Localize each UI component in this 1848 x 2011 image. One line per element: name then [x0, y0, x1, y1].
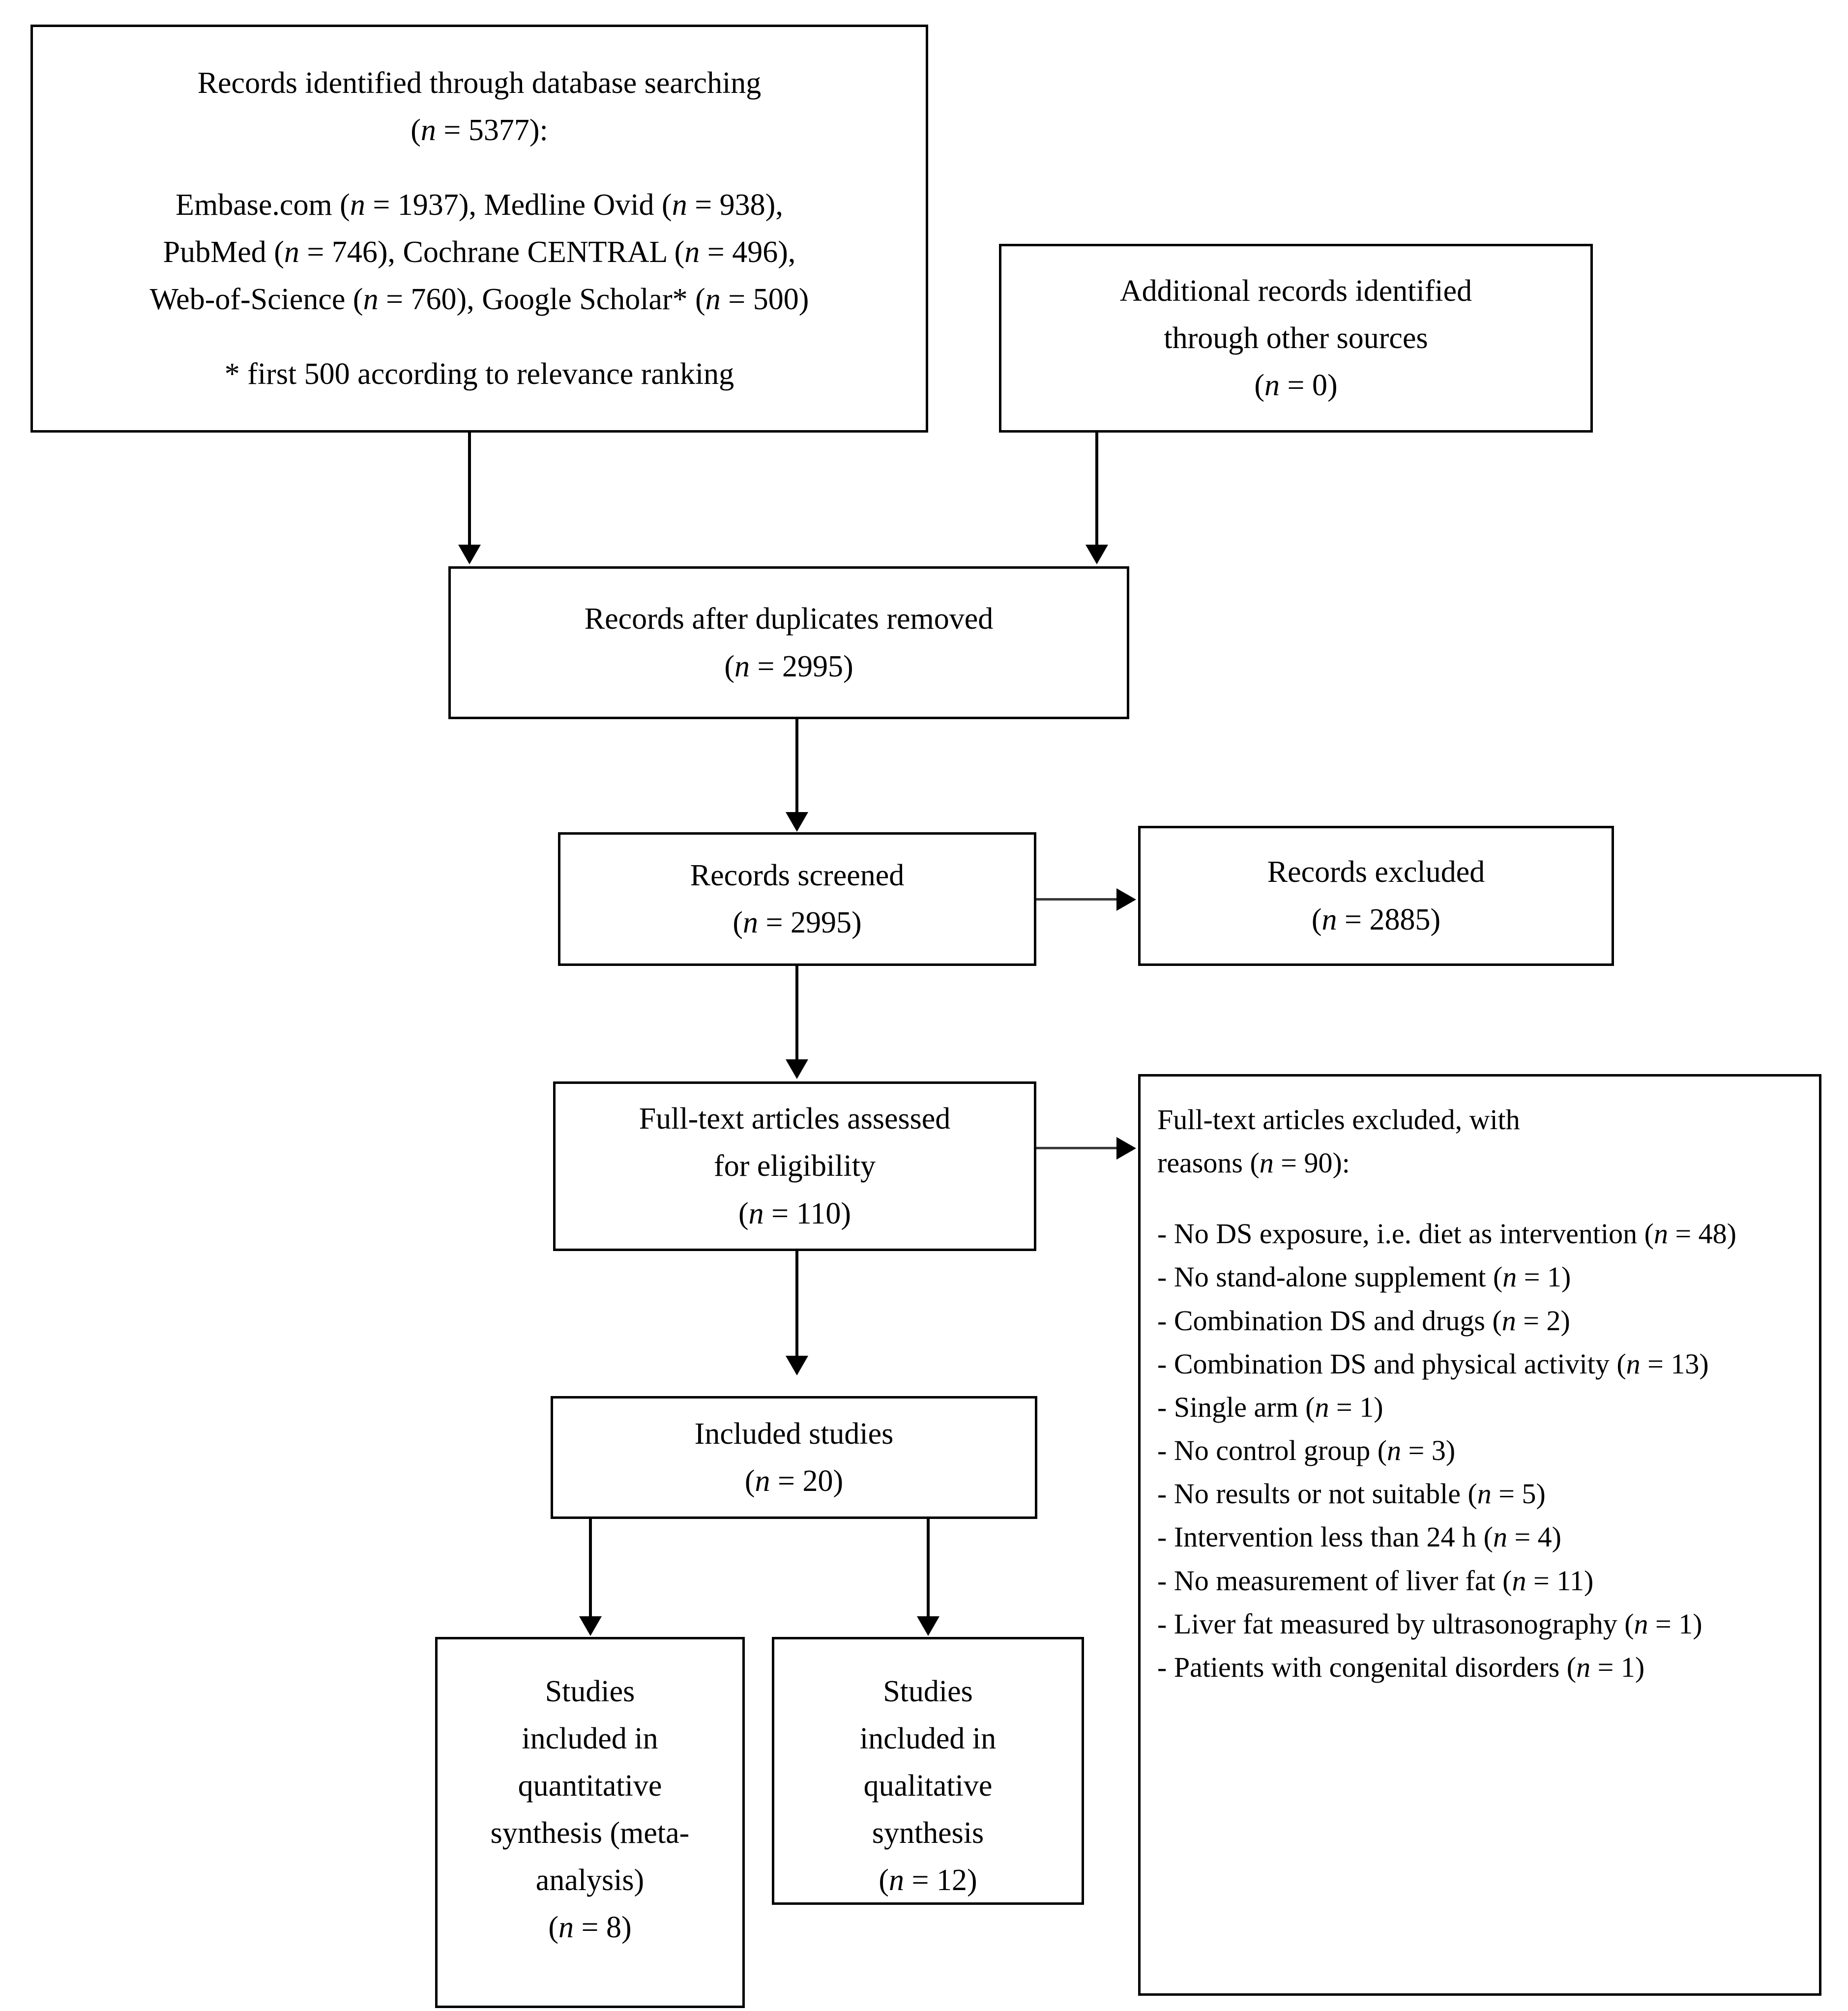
box-records-identified: Records identified through database sear… — [30, 25, 928, 433]
fulltext-excluded-heading-2: reasons (n = 90): — [1157, 1147, 1350, 1179]
fulltext-excluded-heading-1: Full-text articles excluded, with — [1157, 1104, 1520, 1136]
box-records-screened: Records screened (n = 2995) — [558, 832, 1036, 966]
qualitative-line-1: Studies — [883, 1675, 973, 1708]
exclusion-reason: - Liver fat measured by ultrasonography … — [1157, 1607, 1702, 1640]
records-screened-count: (n = 2995) — [733, 906, 862, 939]
additional-records-line-1: Additional records identified — [1119, 274, 1472, 308]
exclusion-reason: - Intervention less than 24 h (n = 4) — [1157, 1521, 1561, 1553]
qualitative-line-4: synthesis — [872, 1816, 984, 1850]
exclusion-reason: - Combination DS and drugs (n = 2) — [1157, 1304, 1570, 1337]
exclusion-reason: - Combination DS and physical activity (… — [1157, 1347, 1709, 1380]
box-fulltext-assessed: Full-text articles assessed for eligibil… — [553, 1081, 1036, 1251]
box-qualitative-synthesis: Studies included in qualitative synthesi… — [772, 1637, 1084, 1905]
qualitative-count: (n = 12) — [879, 1864, 977, 1897]
duplicates-removed-title: Records after duplicates removed — [584, 602, 994, 636]
exclusion-reason: - Patients with congenital disorders (n … — [1157, 1651, 1645, 1683]
box-records-excluded: Records excluded (n = 2885) — [1138, 826, 1614, 966]
box-records-after-duplicates: Records after duplicates removed (n = 29… — [448, 566, 1129, 719]
records-identified-title: Records identified through database sear… — [197, 66, 762, 100]
included-studies-title: Included studies — [694, 1417, 894, 1451]
quantitative-line-5: analysis) — [535, 1864, 645, 1897]
arrow-included-to-quantitative — [579, 1616, 602, 1636]
arrow-identified-to-duplicates — [458, 545, 481, 564]
arrow-additional-to-duplicates — [1085, 545, 1108, 564]
arrow-screened-to-fulltext — [786, 1059, 808, 1079]
fulltext-assessed-line-1: Full-text articles assessed — [639, 1102, 951, 1136]
exclusion-reason: - No DS exposure, i.e. diet as intervent… — [1157, 1218, 1736, 1250]
records-screened-title: Records screened — [690, 858, 905, 892]
connector-included-to-quantitative — [589, 1519, 592, 1617]
exclusion-reason: - No stand-alone supplement (n = 1) — [1157, 1261, 1571, 1293]
duplicates-removed-count: (n = 2995) — [724, 649, 853, 683]
arrow-duplicates-to-screened — [786, 812, 808, 832]
exclusion-reason: - No control group (n = 3) — [1157, 1434, 1456, 1467]
exclusion-reason: - No measurement of liver fat (n = 11) — [1157, 1564, 1594, 1597]
additional-records-line-2: through other sources — [1164, 321, 1428, 355]
connector-identified-to-duplicates — [468, 433, 471, 546]
connector-included-to-qualitative — [927, 1519, 930, 1617]
connector-screened-to-fulltext — [795, 966, 798, 1060]
quantitative-line-1: Studies — [545, 1675, 635, 1708]
records-excluded-count: (n = 2885) — [1311, 903, 1441, 936]
records-identified-count: (n = 5377): — [411, 113, 548, 147]
qualitative-line-3: qualitative — [863, 1769, 993, 1803]
connector-additional-to-duplicates — [1095, 433, 1098, 546]
arrow-fulltext-to-included — [786, 1356, 808, 1375]
connector-fulltext-to-excluded — [1036, 1147, 1117, 1149]
quantitative-count: (n = 8) — [548, 1911, 632, 1945]
quantitative-line-4: synthesis (meta- — [490, 1816, 690, 1850]
fulltext-assessed-count: (n = 110) — [738, 1196, 851, 1230]
connector-screened-to-excluded — [1036, 898, 1117, 901]
arrow-screened-to-excluded — [1116, 888, 1136, 911]
records-identified-sources-2: PubMed (n = 746), Cochrane CENTRAL (n = … — [163, 235, 796, 269]
exclusion-reason: - Single arm (n = 1) — [1157, 1391, 1383, 1423]
box-fulltext-excluded: Full-text articles excluded, with reason… — [1138, 1074, 1821, 1996]
box-additional-records: Additional records identified through ot… — [999, 244, 1593, 433]
quantitative-line-3: quantitative — [518, 1769, 662, 1803]
additional-records-count: (n = 0) — [1254, 369, 1338, 403]
records-identified-footnote: * first 500 according to relevance ranki… — [224, 357, 734, 391]
records-excluded-title: Records excluded — [1267, 855, 1485, 889]
quantitative-line-2: included in — [522, 1722, 658, 1756]
records-identified-sources-3: Web-of-Science (n = 760), Google Scholar… — [149, 283, 809, 317]
exclusion-reason: - No results or not suitable (n = 5) — [1157, 1478, 1546, 1510]
arrow-included-to-qualitative — [917, 1616, 939, 1636]
arrow-fulltext-to-excluded — [1116, 1137, 1136, 1160]
box-quantitative-synthesis: Studies included in quantitative synthes… — [435, 1637, 745, 2008]
qualitative-line-2: included in — [859, 1722, 997, 1756]
connector-duplicates-to-screened — [795, 719, 798, 814]
records-identified-sources-1: Embase.com (n = 1937), Medline Ovid (n =… — [176, 188, 783, 222]
fulltext-assessed-line-2: for eligibility — [714, 1149, 876, 1183]
box-included-studies: Included studies (n = 20) — [551, 1396, 1037, 1519]
connector-fulltext-to-included — [795, 1251, 798, 1357]
included-studies-count: (n = 20) — [744, 1464, 844, 1498]
